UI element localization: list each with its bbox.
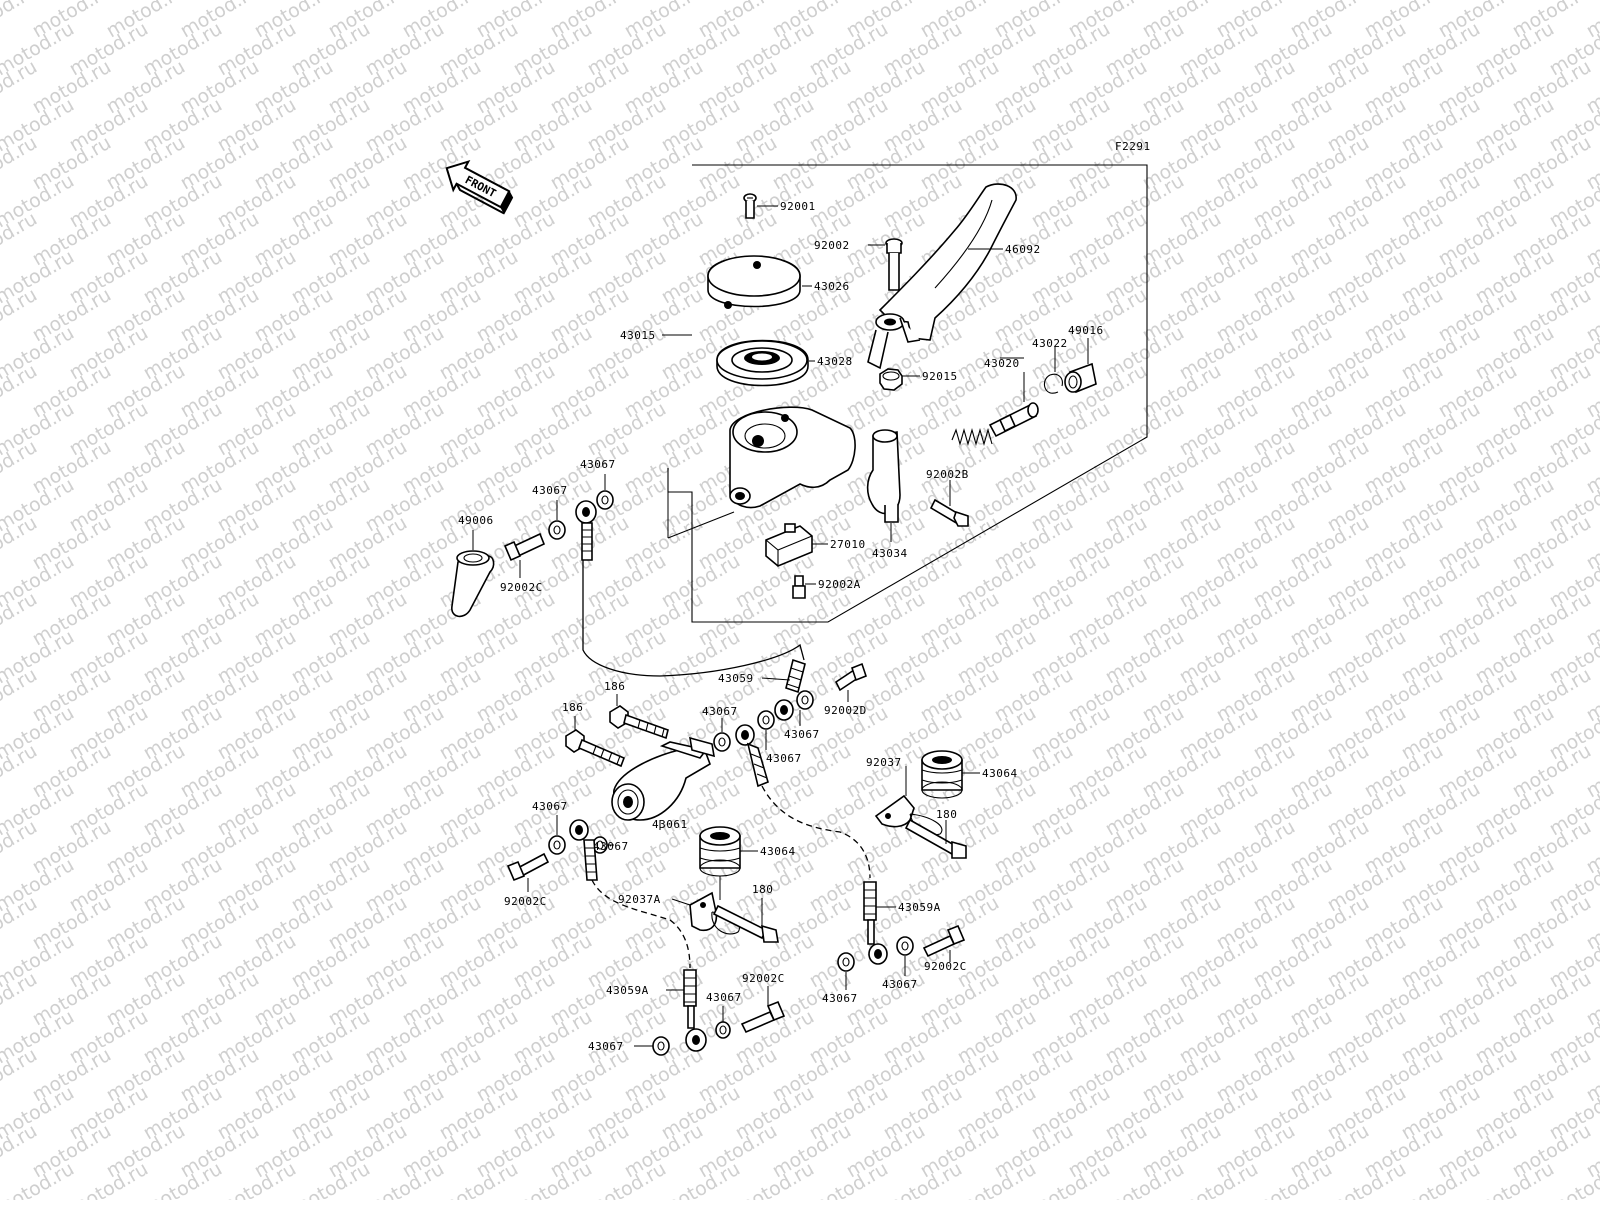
label-43067-right-a: 43067 (822, 992, 858, 1005)
label-43067-joint-b: 43067 (766, 752, 802, 765)
label-43028: 43028 (817, 355, 853, 368)
diagram-code: F2291 (1115, 140, 1151, 153)
label-43059A-left: 43059A (606, 984, 649, 997)
label-43034: 43034 (872, 547, 908, 560)
label-180-upper: 180 (936, 808, 957, 821)
label-92002C-bottom: 92002C (742, 972, 785, 985)
label-43064-lower: 43064 (760, 845, 796, 858)
label-92002A: 92002A (818, 578, 861, 591)
label-43026: 43026 (814, 280, 850, 293)
label-43064-upper: 43064 (982, 767, 1018, 780)
label-46092: 46092 (1005, 243, 1041, 256)
label-43067-left: 43067 (532, 484, 568, 497)
label-43067-bottom-a: 43067 (588, 1040, 624, 1053)
label-92037: 92037 (866, 756, 902, 769)
label-49006: 49006 (458, 514, 494, 527)
label-43067-bottom-b: 43067 (706, 991, 742, 1004)
label-27010: 27010 (830, 538, 866, 551)
label-92002C-left: 92002C (504, 895, 547, 908)
label-43067-joint-a: 43067 (784, 728, 820, 741)
label-92001: 92001 (780, 200, 816, 213)
label-43067-joint-c: 43067 (702, 705, 738, 718)
label-180-lower: 180 (752, 883, 773, 896)
label-92015: 92015 (922, 370, 958, 383)
label-49016: 49016 (1068, 324, 1104, 337)
label-92002D: 92002D (824, 704, 867, 717)
label-92002B: 92002B (926, 468, 969, 481)
label-43067-upper: 43067 (580, 458, 616, 471)
label-186-upper: 186 (604, 680, 625, 693)
label-43067-right-b: 43067 (882, 978, 918, 991)
label-43059A-right: 43059A (898, 901, 941, 914)
label-92002: 92002 (814, 239, 850, 252)
label-43015: 43015 (620, 329, 656, 342)
label-92002C-top: 92002C (500, 581, 543, 594)
label-92002C-right: 92002C (924, 960, 967, 973)
washer-43067-upper (597, 474, 613, 509)
label-43061: 43061 (652, 818, 688, 831)
label-43059: 43059 (718, 672, 754, 685)
label-92037A: 92037A (618, 893, 661, 906)
label-43020: 43020 (984, 357, 1020, 370)
label-43067-lower-left: 43067 (532, 800, 568, 813)
label-186-lower: 186 (562, 701, 583, 714)
label-43022: 43022 (1032, 337, 1068, 350)
label-43067-lower-mid: 43067 (593, 840, 629, 853)
